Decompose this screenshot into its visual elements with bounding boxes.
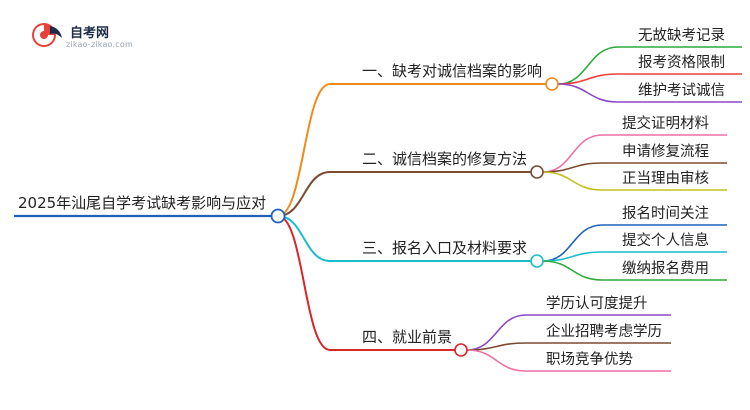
leaf-label: 提交证明材料 bbox=[622, 114, 709, 132]
branch-label: 三、报名入口及材料要求 bbox=[362, 239, 527, 257]
branch-label: 四、就业前景 bbox=[362, 328, 452, 346]
branch-node bbox=[530, 254, 544, 268]
leaf-connector bbox=[466, 349, 671, 372]
logo-mark-icon bbox=[32, 23, 62, 47]
branch-connector bbox=[277, 215, 455, 351]
leaf-label: 提交个人信息 bbox=[622, 231, 709, 249]
leaf-connector bbox=[466, 342, 671, 351]
leaf-connector bbox=[542, 251, 727, 262]
leaf-connector bbox=[542, 260, 727, 281]
branch-connector bbox=[277, 83, 546, 217]
branch-node bbox=[530, 165, 544, 179]
leaf-connector bbox=[557, 83, 742, 103]
leaf-connector bbox=[542, 134, 727, 173]
leaf-label: 报考资格限制 bbox=[638, 54, 725, 71]
leaf-label: 学历认可度提升 bbox=[546, 295, 648, 312]
leaf-connector bbox=[542, 162, 727, 173]
leaf-label: 报名时间关注 bbox=[622, 205, 709, 222]
branch-connector bbox=[277, 171, 531, 217]
leaf-label: 申请修复流程 bbox=[622, 142, 709, 160]
branch-label: 二、诚信档案的修复方法 bbox=[362, 150, 527, 168]
leaf-label: 无故缺考记录 bbox=[638, 27, 725, 44]
leaf-connector bbox=[466, 314, 671, 351]
logo-name: 自考网 bbox=[70, 26, 110, 41]
branch-label: 一、缺考对诚信档案的影响 bbox=[362, 62, 542, 80]
branch-node bbox=[545, 77, 559, 91]
leaf-label: 正当理由审核 bbox=[622, 170, 709, 187]
site-logo: 自考网 zikao-zikao.com bbox=[30, 18, 140, 54]
root-label: 2025年汕尾自学考试缺考影响与应对 bbox=[18, 194, 266, 212]
branch-node bbox=[454, 343, 468, 357]
leaf-connector bbox=[542, 171, 727, 191]
leaf-label: 企业招聘考虑学历 bbox=[546, 322, 662, 340]
logo-domain: zikao-zikao.com bbox=[66, 40, 133, 49]
leaf-label: 缴纳报名费用 bbox=[622, 260, 709, 277]
branch-connector bbox=[277, 215, 531, 262]
leaf-connector bbox=[557, 46, 742, 85]
leaf-connector bbox=[542, 224, 727, 262]
leaf-label: 维护考试诚信 bbox=[638, 82, 725, 99]
leaf-connector bbox=[557, 73, 742, 85]
leaf-label: 职场竞争优势 bbox=[546, 350, 633, 368]
root-node bbox=[270, 208, 286, 224]
